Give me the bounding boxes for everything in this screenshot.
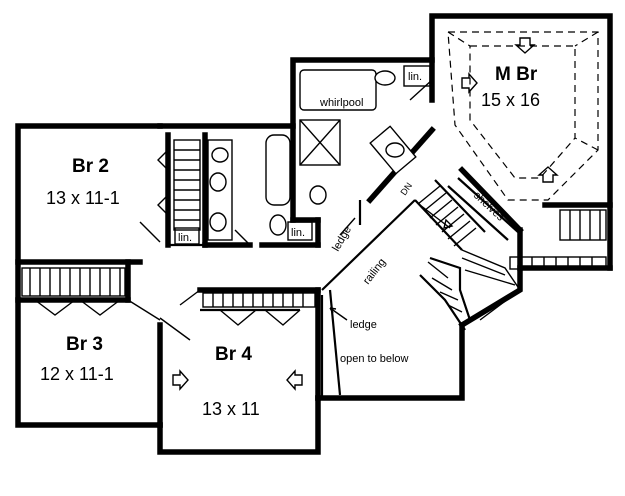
room-size-br3: 12 x 11-1 <box>40 364 114 384</box>
room-name-br2: Br 2 <box>72 156 109 177</box>
label-down: DN <box>398 181 414 197</box>
label-railing: railing <box>361 256 389 287</box>
railing <box>320 199 416 398</box>
label-ledge-top: ledge <box>330 224 354 253</box>
arrow-right-icon <box>172 369 189 391</box>
staircase <box>414 177 521 331</box>
room-doors <box>127 79 433 341</box>
master-bath-fixtures <box>299 65 431 205</box>
closet-doors <box>34 149 301 326</box>
room-name-br3: Br 3 <box>66 334 103 355</box>
label-linen-hall: lin. <box>178 232 192 244</box>
arrow-right-icon <box>461 72 478 94</box>
label-linen-master: lin. <box>408 71 422 83</box>
room-name-master: M Br <box>495 64 538 85</box>
arrow-icons <box>172 37 559 391</box>
label-ledge: ledge <box>350 319 377 331</box>
bath-fixtures <box>174 134 313 245</box>
room-size-br4: 13 x 11 <box>202 399 260 419</box>
room-size-br2: 13 x 11-1 <box>46 188 120 208</box>
closet-shelving <box>21 139 607 308</box>
label-whirlpool: whirlpool <box>319 97 363 109</box>
room-size-master: 15 x 16 <box>481 90 540 110</box>
arrow-up-icon <box>537 166 559 183</box>
arrow-left-icon <box>286 369 303 391</box>
labels: M Br 15 x 16 Br 2 13 x 11-1 Br 3 12 x 11… <box>40 64 540 419</box>
label-open-to-below: open to below <box>340 353 409 365</box>
label-linen-bath: lin. <box>291 227 305 239</box>
tray-ceiling <box>447 31 599 201</box>
room-name-br4: Br 4 <box>215 344 252 365</box>
arrow-down-icon <box>514 37 536 54</box>
